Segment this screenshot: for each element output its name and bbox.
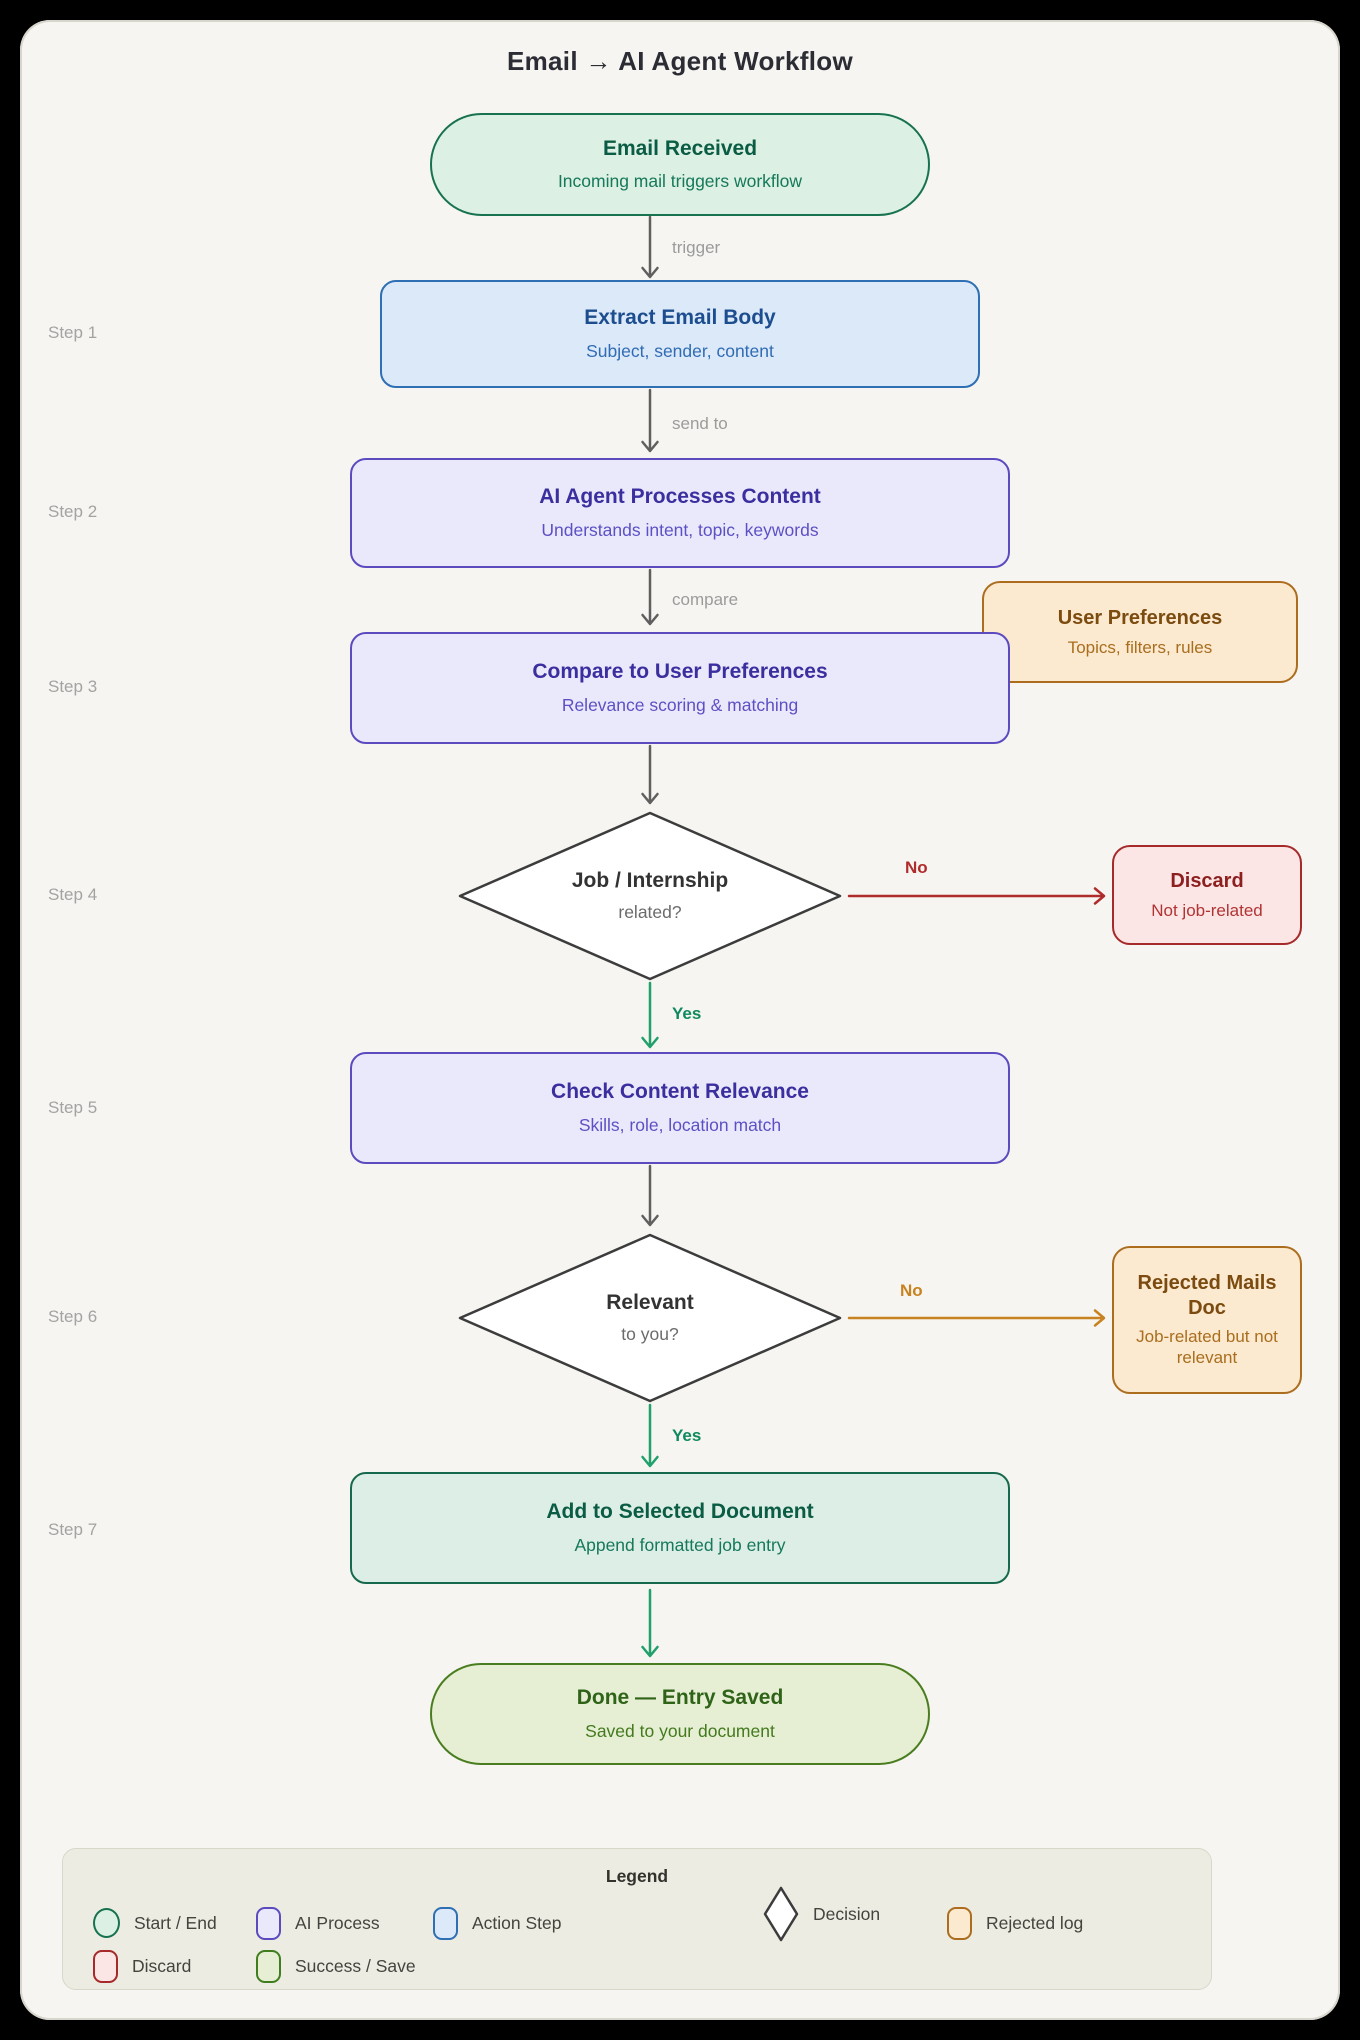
edge-label-job-no: No [905,858,928,877]
node-rejected-subtitle: Job-related but not relevant [1136,1327,1278,1368]
node-add-subtitle: Append formatted job entry [574,1534,786,1555]
legend-label: Discard [132,1955,192,1976]
node-compare-preferences: Compare to User Preferences Relevance sc… [350,632,1010,744]
ai-process-swatch-icon [256,1906,281,1940]
node-check-subtitle: Skills, role, location match [578,1114,782,1135]
legend-label: Start / End [134,1912,217,1933]
rejected-log-swatch-icon [947,1906,972,1940]
legend-item-success-save: Success / Save [256,1949,416,1983]
legend-item-start-end: Start / End [93,1906,217,1940]
decision-job-subtitle: related? [618,901,682,922]
legend-item-action-step: Action Step [433,1906,562,1940]
node-email-received-subtitle: Incoming mail triggers workflow [557,171,803,192]
edge-label-job-yes: Yes [672,1004,702,1023]
step-label-3: Step 3 [48,677,98,696]
node-extract-subtitle: Subject, sender, content [586,340,774,361]
step-label-6: Step 6 [48,1307,98,1326]
edge-label-relevant-no: No [900,1281,923,1300]
node-add-title: Add to Selected Document [546,1500,814,1524]
action-step-swatch-icon [433,1906,458,1940]
node-rejected-mails-doc: Rejected Mails Doc Job-related but not r… [1112,1246,1302,1394]
step-label-1: Step 1 [48,323,98,342]
diamond-shape [458,1233,842,1403]
diamond-shape [458,811,842,981]
edge-label-compare: compare [672,590,739,609]
decision-swatch-icon [763,1886,799,1942]
legend-item-discard: Discard [93,1949,191,1983]
decision-job-title: Job / Internship [571,869,729,893]
edge-label-relevant-yes: Yes [672,1426,702,1445]
legend-item-ai-process: AI Process [256,1906,380,1940]
edge-label-send-to: send to [672,414,728,433]
legend: Legend Start / End AI Process Action Ste… [62,1848,1212,1990]
node-user-preferences: User Preferences Topics, filters, rules [982,581,1298,683]
node-discard-subtitle: Not job-related [1151,900,1263,920]
discard-swatch-icon [93,1949,118,1983]
node-discard-title: Discard [1170,870,1244,893]
node-ai-title: AI Agent Processes Content [539,485,821,509]
node-discard: Discard Not job-related [1112,845,1302,945]
page-title: Email → AI Agent Workflow [506,46,853,76]
step-label-4: Step 4 [48,885,98,904]
legend-label: Decision [813,1903,881,1924]
decision-relevant-subtitle: to you? [621,1323,679,1344]
node-done-entry-saved: Done — Entry Saved Saved to your documen… [430,1663,930,1765]
decision-relevant-title: Relevant [606,1291,694,1315]
node-rejected-title: Rejected Mails Doc [1137,1272,1277,1319]
node-check-title: Check Content Relevance [551,1080,809,1104]
start-end-swatch-icon [93,1908,120,1938]
node-email-received: Email Received Incoming mail triggers wo… [430,113,930,216]
step-label-7: Step 7 [48,1520,98,1539]
decision-job-internship: Job / Internship related? [457,811,843,981]
legend-label: Success / Save [295,1955,416,1976]
decision-relevant: Relevant to you? [457,1233,843,1403]
legend-item-rejected-log: Rejected log [947,1906,1083,1940]
node-add-to-document: Add to Selected Document Append formatte… [350,1472,1010,1584]
legend-label: AI Process [295,1912,380,1933]
node-ai-agent-processes: AI Agent Processes Content Understands i… [350,458,1010,568]
legend-label: Rejected log [986,1912,1084,1933]
success-save-swatch-icon [256,1949,281,1983]
node-compare-subtitle: Relevance scoring & matching [561,694,799,715]
node-ai-subtitle: Understands intent, topic, keywords [541,519,819,540]
step-label-2: Step 2 [48,502,98,521]
edge-label-trigger: trigger [672,238,721,257]
node-email-received-title: Email Received [602,136,758,160]
node-user-prefs-subtitle: Topics, filters, rules [1067,637,1213,657]
node-compare-title: Compare to User Preferences [532,660,828,684]
node-extract-title: Extract Email Body [584,306,776,330]
legend-item-decision: Decision [763,1886,881,1942]
node-done-title: Done — Entry Saved [576,1686,784,1710]
node-done-subtitle: Saved to your document [585,1720,775,1741]
legend-label: Action Step [472,1912,562,1933]
legend-title: Legend [605,1866,669,1886]
node-user-prefs-title: User Preferences [1057,607,1223,630]
node-extract-email-body: Extract Email Body Subject, sender, cont… [380,280,980,388]
step-label-5: Step 5 [48,1098,98,1117]
node-check-relevance: Check Content Relevance Skills, role, lo… [350,1052,1010,1164]
